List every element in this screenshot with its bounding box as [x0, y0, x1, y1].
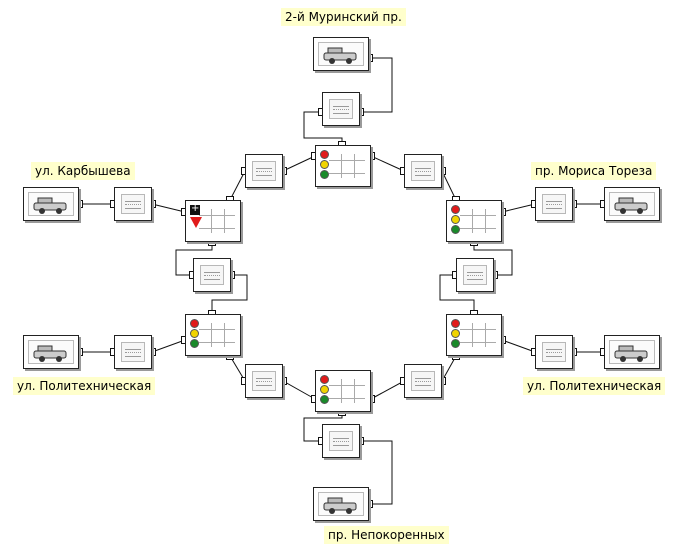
wire-12	[473, 242, 513, 276]
wire-13	[439, 274, 475, 314]
wire-18	[229, 355, 246, 382]
wire-0	[360, 57, 393, 113]
queue-icon	[256, 378, 272, 386]
label-east-bottom: ул. Политехническая	[523, 377, 666, 395]
intersection-icon	[460, 323, 496, 347]
queue-east-link[interactable]	[456, 258, 494, 292]
queue-west-bottom[interactable]	[114, 335, 152, 369]
wire-10	[175, 242, 213, 276]
source-west-top[interactable]	[23, 187, 79, 221]
traffic-light-icon	[190, 319, 200, 349]
intersection-south[interactable]	[315, 370, 371, 412]
queue-nw[interactable]	[245, 154, 283, 188]
wire-21	[441, 355, 457, 382]
source-west-bottom[interactable]	[23, 335, 79, 369]
label-south: пр. Непокоренных	[324, 526, 449, 544]
car-icon	[323, 47, 357, 64]
wire-1	[303, 111, 343, 145]
wire-15	[151, 339, 186, 353]
queue-icon	[125, 349, 141, 357]
source-north[interactable]	[313, 37, 369, 71]
queue-icon	[204, 272, 220, 280]
label-east-top: пр. Мориса Тореза	[531, 162, 657, 180]
source-east-top[interactable]	[604, 187, 660, 221]
car-icon	[33, 345, 67, 362]
wire-20	[370, 380, 405, 400]
source-east-bottom[interactable]	[604, 335, 660, 369]
queue-icon	[415, 378, 431, 386]
queue-icon	[333, 438, 349, 446]
car-icon	[323, 497, 357, 514]
intersection-icon	[199, 323, 235, 347]
intersection-west-bottom[interactable]	[185, 314, 241, 356]
wire-2	[282, 155, 316, 172]
intersection-icon	[199, 209, 235, 233]
traffic-light-icon	[320, 375, 330, 405]
label-west-top: ул. Карбышева	[31, 162, 135, 180]
priority-sign-icon	[190, 204, 202, 235]
queue-west-link[interactable]	[193, 258, 231, 292]
wire-5	[441, 170, 457, 201]
wire-11	[211, 274, 248, 314]
wire-8	[501, 203, 536, 213]
intersection-east-top[interactable]	[446, 200, 502, 242]
wire-23	[360, 440, 393, 505]
wire-4	[229, 170, 246, 201]
wire-19	[282, 380, 316, 400]
queue-icon	[467, 272, 483, 280]
queue-icon	[415, 168, 431, 176]
intersection-west-top[interactable]	[185, 200, 241, 242]
queue-west-top[interactable]	[114, 187, 152, 221]
intersection-icon	[329, 154, 365, 178]
intersection-east-bottom[interactable]	[446, 314, 502, 356]
queue-east-bottom[interactable]	[535, 335, 573, 369]
queue-sw[interactable]	[245, 364, 283, 398]
traffic-light-icon	[320, 150, 330, 180]
intersection-icon	[329, 379, 365, 403]
queue-east-top[interactable]	[535, 187, 573, 221]
queue-se[interactable]	[404, 364, 442, 398]
intersection-icon	[460, 209, 496, 233]
source-south[interactable]	[313, 487, 369, 521]
wire-3	[370, 155, 405, 172]
queue-icon	[546, 201, 562, 209]
queue-icon	[546, 349, 562, 357]
queue-south[interactable]	[322, 424, 360, 458]
label-west-bottom: ул. Политехническая	[13, 377, 156, 395]
queue-north[interactable]	[322, 92, 360, 126]
queue-icon	[256, 168, 272, 176]
car-icon	[614, 345, 648, 362]
traffic-light-icon	[451, 319, 461, 349]
car-icon	[33, 197, 67, 214]
traffic-light-icon	[451, 205, 461, 235]
intersection-north[interactable]	[315, 145, 371, 187]
queue-icon	[125, 201, 141, 209]
queue-ne[interactable]	[404, 154, 442, 188]
wire-7	[151, 203, 186, 213]
car-icon	[614, 197, 648, 214]
wire-16	[501, 339, 536, 353]
label-north: 2-й Муринский пр.	[281, 8, 406, 26]
queue-icon	[333, 106, 349, 114]
